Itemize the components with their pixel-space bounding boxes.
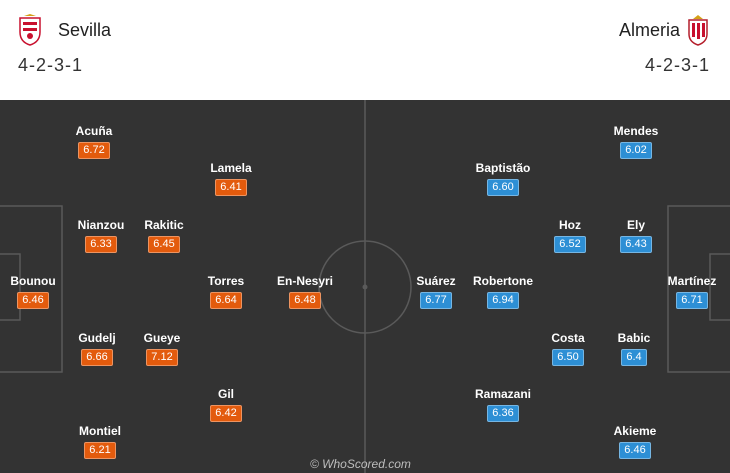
player-name: Rakitic bbox=[144, 218, 184, 232]
player-name: Montiel bbox=[79, 424, 121, 438]
away-player-akieme[interactable]: Akieme 6.46 bbox=[595, 424, 675, 459]
away-player-ely[interactable]: Ely 6.43 bbox=[596, 218, 676, 253]
away-player-martinez[interactable]: Martínez 6.71 bbox=[652, 274, 730, 309]
home-player-gudelj[interactable]: Gudelj 6.66 bbox=[57, 331, 137, 366]
player-name: Martínez bbox=[667, 274, 717, 288]
home-player-montiel[interactable]: Montiel 6.21 bbox=[60, 424, 140, 459]
sevilla-crest-icon bbox=[19, 14, 41, 46]
away-player-suarez[interactable]: Suárez 6.77 bbox=[396, 274, 476, 309]
player-rating: 6.77 bbox=[420, 292, 452, 309]
home-player-bounou[interactable]: Bounou 6.46 bbox=[0, 274, 73, 309]
away-player-hoz[interactable]: Hoz 6.52 bbox=[530, 218, 610, 253]
player-name: Acuña bbox=[75, 124, 113, 138]
player-rating: 6.52 bbox=[554, 236, 586, 253]
player-rating: 6.48 bbox=[289, 292, 321, 309]
player-rating: 6.72 bbox=[78, 142, 110, 159]
player-name: Hoz bbox=[559, 218, 581, 232]
player-rating: 6.60 bbox=[487, 179, 519, 196]
away-player-costa[interactable]: Costa 6.50 bbox=[528, 331, 608, 366]
home-formation: 4-2-3-1 bbox=[18, 55, 84, 75]
player-rating: 6.4 bbox=[621, 349, 647, 366]
player-rating: 6.02 bbox=[620, 142, 652, 159]
away-player-baptistao[interactable]: Baptistão 6.60 bbox=[463, 161, 543, 196]
home-player-acuna[interactable]: Acuña 6.72 bbox=[54, 124, 134, 159]
away-team-name[interactable]: Almeria bbox=[618, 20, 680, 40]
player-name: Gudelj bbox=[78, 331, 116, 345]
player-rating: 6.94 bbox=[487, 292, 519, 309]
player-rating: 6.42 bbox=[210, 405, 242, 422]
home-player-lamela[interactable]: Lamela 6.41 bbox=[191, 161, 271, 196]
player-name: Robertone bbox=[473, 274, 533, 288]
player-name: Torres bbox=[207, 274, 245, 288]
player-rating: 6.71 bbox=[676, 292, 708, 309]
player-rating: 6.46 bbox=[619, 442, 651, 459]
player-rating: 6.43 bbox=[620, 236, 652, 253]
player-rating: 6.50 bbox=[552, 349, 584, 366]
home-player-rakitic[interactable]: Rakitic 6.45 bbox=[124, 218, 204, 253]
pitch-lines bbox=[0, 100, 730, 473]
almeria-crest-icon bbox=[688, 15, 708, 46]
player-name: Gueye bbox=[143, 331, 181, 345]
player-name: Lamela bbox=[210, 161, 252, 175]
player-rating: 6.21 bbox=[84, 442, 116, 459]
away-player-ramazani[interactable]: Ramazani 6.36 bbox=[463, 387, 543, 422]
player-name: Baptistão bbox=[475, 161, 531, 175]
whoscored-credit: © WhoScored.com bbox=[310, 457, 411, 471]
player-rating: 6.66 bbox=[81, 349, 113, 366]
player-rating: 6.41 bbox=[215, 179, 247, 196]
away-player-robertone[interactable]: Robertone 6.94 bbox=[463, 274, 543, 309]
player-name: Costa bbox=[551, 331, 585, 345]
away-player-mendes[interactable]: Mendes 6.02 bbox=[596, 124, 676, 159]
player-rating: 6.36 bbox=[487, 405, 519, 422]
away-formation: 4-2-3-1 bbox=[644, 55, 710, 75]
player-name: Gil bbox=[217, 387, 234, 401]
player-rating: 6.45 bbox=[148, 236, 180, 253]
player-name: Ramazani bbox=[474, 387, 532, 401]
player-name: En-Nesyri bbox=[276, 274, 334, 288]
player-name: Babic bbox=[617, 331, 651, 345]
away-player-babic[interactable]: Babic 6.4 bbox=[594, 331, 674, 366]
player-rating: 6.64 bbox=[210, 292, 242, 309]
player-rating: 6.46 bbox=[17, 292, 49, 309]
player-name: Suárez bbox=[416, 274, 456, 288]
player-rating: 7.12 bbox=[146, 349, 178, 366]
player-name: Akieme bbox=[613, 424, 657, 438]
match-header: Sevilla 4-2-3-1 Almeria 4-2-3-1 bbox=[0, 0, 730, 101]
player-rating: 6.33 bbox=[85, 236, 117, 253]
player-name: Nianzou bbox=[77, 218, 125, 232]
home-player-gil[interactable]: Gil 6.42 bbox=[186, 387, 266, 422]
home-team-name[interactable]: Sevilla bbox=[58, 20, 112, 40]
home-player-torres[interactable]: Torres 6.64 bbox=[186, 274, 266, 309]
home-player-nianzou[interactable]: Nianzou 6.33 bbox=[61, 218, 141, 253]
home-player-gueye[interactable]: Gueye 7.12 bbox=[122, 331, 202, 366]
home-player-en-nesyri[interactable]: En-Nesyri 6.48 bbox=[265, 274, 345, 309]
player-name: Mendes bbox=[613, 124, 659, 138]
player-name: Ely bbox=[626, 218, 645, 232]
pitch: Acuña 6.72 Lamela 6.41 Nianzou 6.33 Raki… bbox=[0, 100, 730, 473]
player-name: Bounou bbox=[10, 274, 56, 288]
